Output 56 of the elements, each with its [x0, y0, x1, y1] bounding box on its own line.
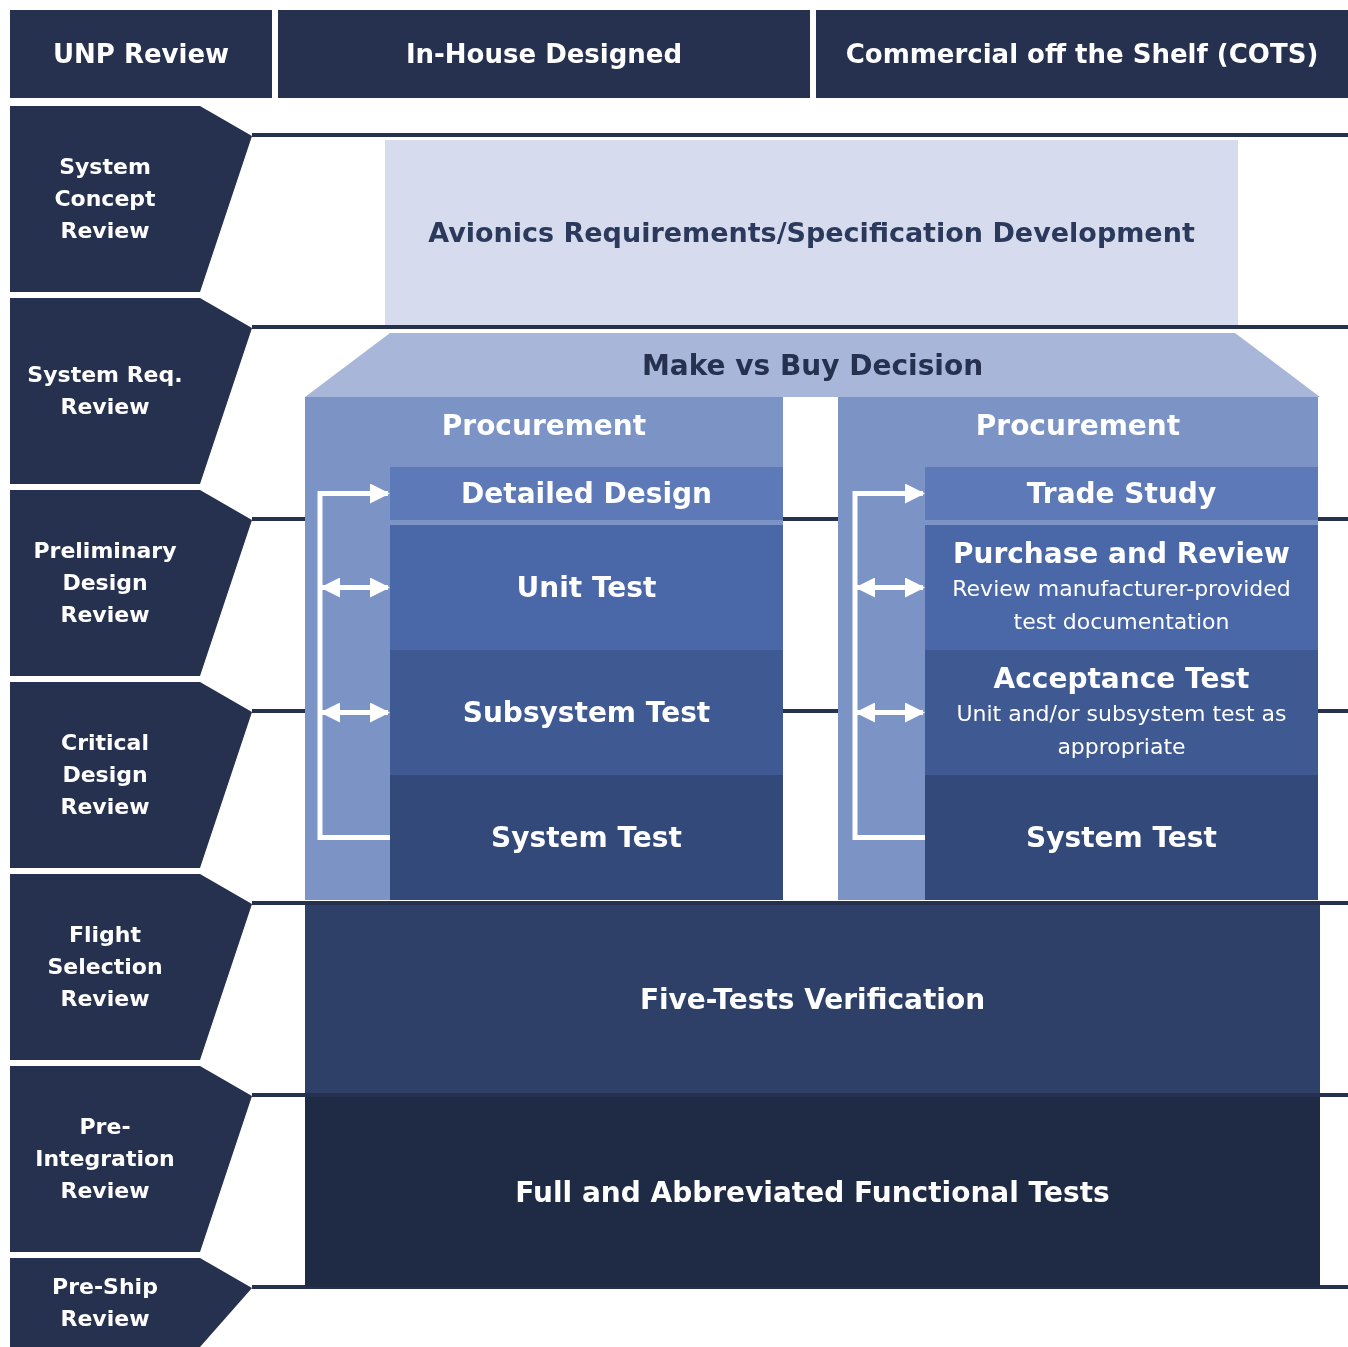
review-label: System Concept Review — [53, 153, 157, 245]
stage-box — [925, 525, 1318, 650]
header-cell — [816, 10, 1348, 98]
decision-label: Make vs Buy Decision — [641, 348, 984, 382]
header-label: UNP Review — [52, 39, 230, 69]
double-arrow — [320, 702, 390, 723]
stage-label: Trade Study — [1026, 477, 1217, 510]
verification-band — [305, 905, 1320, 1093]
stage-label: System Test — [1026, 821, 1217, 854]
header-label: Commercial off the Shelf (COTS) — [845, 39, 1319, 69]
review-label: Pre-Integration Review — [34, 1113, 176, 1205]
decision-trapezoid — [305, 333, 1320, 397]
header-label: In-House Designed — [405, 39, 683, 69]
review-tab — [10, 682, 252, 868]
procurement-panel — [305, 397, 783, 900]
band-label: Five-Tests Verification — [639, 982, 986, 1016]
review-tab — [10, 1258, 252, 1347]
panel-title: Procurement — [441, 409, 647, 442]
stage-box — [390, 525, 783, 650]
review-tab — [10, 874, 252, 1060]
stage-note: Unit and/or subsystem test as appropriate — [955, 700, 1288, 761]
stage-box — [390, 650, 783, 775]
stage-box — [390, 775, 783, 900]
stage-label: Detailed Design — [461, 477, 712, 510]
review-label: Pre-Ship Review — [51, 1272, 159, 1333]
header-cell — [10, 10, 272, 98]
stage-box — [925, 775, 1318, 900]
bracket-arrow — [317, 483, 390, 840]
panel-title: Procurement — [975, 409, 1181, 442]
double-arrow — [855, 702, 925, 723]
band-label: Full and Abbreviated Functional Tests — [515, 1175, 1110, 1209]
review-label: Preliminary Design Review — [32, 537, 178, 629]
stage-box — [925, 467, 1318, 520]
stage-box — [925, 650, 1318, 775]
header-cell — [278, 10, 810, 98]
review-tab — [10, 490, 252, 676]
review-label: Critical Design Review — [59, 729, 151, 821]
stage-box — [390, 467, 783, 520]
review-label: System Req. Review — [26, 361, 184, 421]
stage-label: System Test — [491, 821, 682, 854]
stage-label: Unit Test — [516, 571, 657, 604]
band-label: Avionics Requirements/Specification Development — [428, 217, 1195, 248]
bracket-arrow — [852, 483, 925, 840]
review-label: Flight Selection Review — [46, 921, 164, 1013]
review-tab — [10, 1066, 252, 1252]
double-arrow — [320, 577, 390, 598]
procurement-panel — [838, 397, 1318, 900]
review-tab — [10, 106, 252, 292]
stage-label: Subsystem Test — [462, 696, 711, 729]
stage-label: Acceptance Test — [992, 662, 1251, 695]
double-arrow — [855, 577, 925, 598]
requirements-band — [385, 140, 1238, 325]
stage-label: Purchase and Review — [952, 537, 1291, 570]
stage-note: Review manufacturer-provided test documentation — [951, 575, 1292, 636]
review-tab — [10, 298, 252, 484]
verification-band — [305, 1097, 1320, 1287]
